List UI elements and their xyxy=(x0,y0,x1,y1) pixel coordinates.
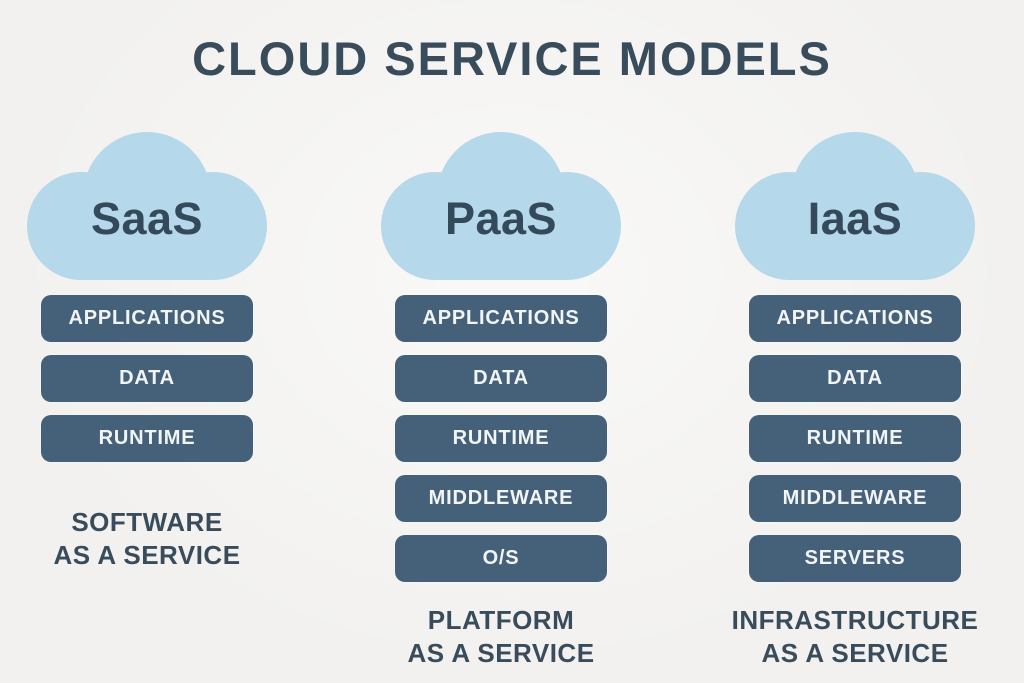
cloud-icon xyxy=(27,132,267,281)
column-iaas: IaaS APPLICATIONS DATA RUNTIME MIDDLEWAR… xyxy=(732,130,979,670)
service-model-columns: SaaS APPLICATIONS DATA RUNTIME SOFTWARE … xyxy=(0,130,1013,670)
service-label-line2: AS A SERVICE xyxy=(761,638,949,669)
saas-cloud: SaaS xyxy=(26,130,268,281)
layer-box: APPLICATIONS xyxy=(749,295,961,343)
cloud-label: IaaS xyxy=(807,193,903,245)
layer-box: APPLICATIONS xyxy=(395,295,607,343)
layer-box: RUNTIME xyxy=(749,415,961,463)
cloud-label: SaaS xyxy=(90,193,204,245)
service-label-line1: SOFTWARE xyxy=(71,507,223,538)
layer-box: RUNTIME xyxy=(41,415,253,463)
cloud-icon xyxy=(735,132,975,281)
layer-box: MIDDLEWARE xyxy=(395,475,607,523)
paas-cloud: PaaS xyxy=(380,130,622,281)
iaas-cloud: IaaS xyxy=(734,130,976,281)
layer-box: RUNTIME xyxy=(395,415,607,463)
layer-box: DATA xyxy=(395,355,607,403)
service-label-line2: AS A SERVICE xyxy=(407,638,595,669)
service-label-line1: PLATFORM xyxy=(427,605,575,636)
layer-box: DATA xyxy=(749,355,961,403)
service-label: PLATFORM AS A SERVICE xyxy=(407,604,594,670)
layer-stack: APPLICATIONS DATA RUNTIME xyxy=(41,295,253,463)
column-paas: PaaS APPLICATIONS DATA RUNTIME MIDDLEWAR… xyxy=(380,130,622,670)
cloud-label: PaaS xyxy=(444,193,558,245)
cloud-icon xyxy=(381,132,621,281)
layer-box: SERVERS xyxy=(749,535,961,583)
layer-box: MIDDLEWARE xyxy=(749,475,961,523)
service-label: INFRASTRUCTURE AS A SERVICE xyxy=(732,604,979,670)
layer-stack: APPLICATIONS DATA RUNTIME MIDDLEWARE SER… xyxy=(749,295,961,583)
page-title: CLOUD SERVICE MODELS xyxy=(192,32,832,85)
layer-box: APPLICATIONS xyxy=(41,295,253,343)
column-saas: SaaS APPLICATIONS DATA RUNTIME SOFTWARE … xyxy=(26,130,268,572)
service-label-line2: AS A SERVICE xyxy=(53,540,241,571)
service-label-line1: INFRASTRUCTURE xyxy=(731,605,979,636)
service-label: SOFTWARE AS A SERVICE xyxy=(53,506,240,572)
layer-box: DATA xyxy=(41,355,253,403)
layer-box: O/S xyxy=(395,535,607,583)
layer-stack: APPLICATIONS DATA RUNTIME MIDDLEWARE O/S xyxy=(395,295,607,583)
